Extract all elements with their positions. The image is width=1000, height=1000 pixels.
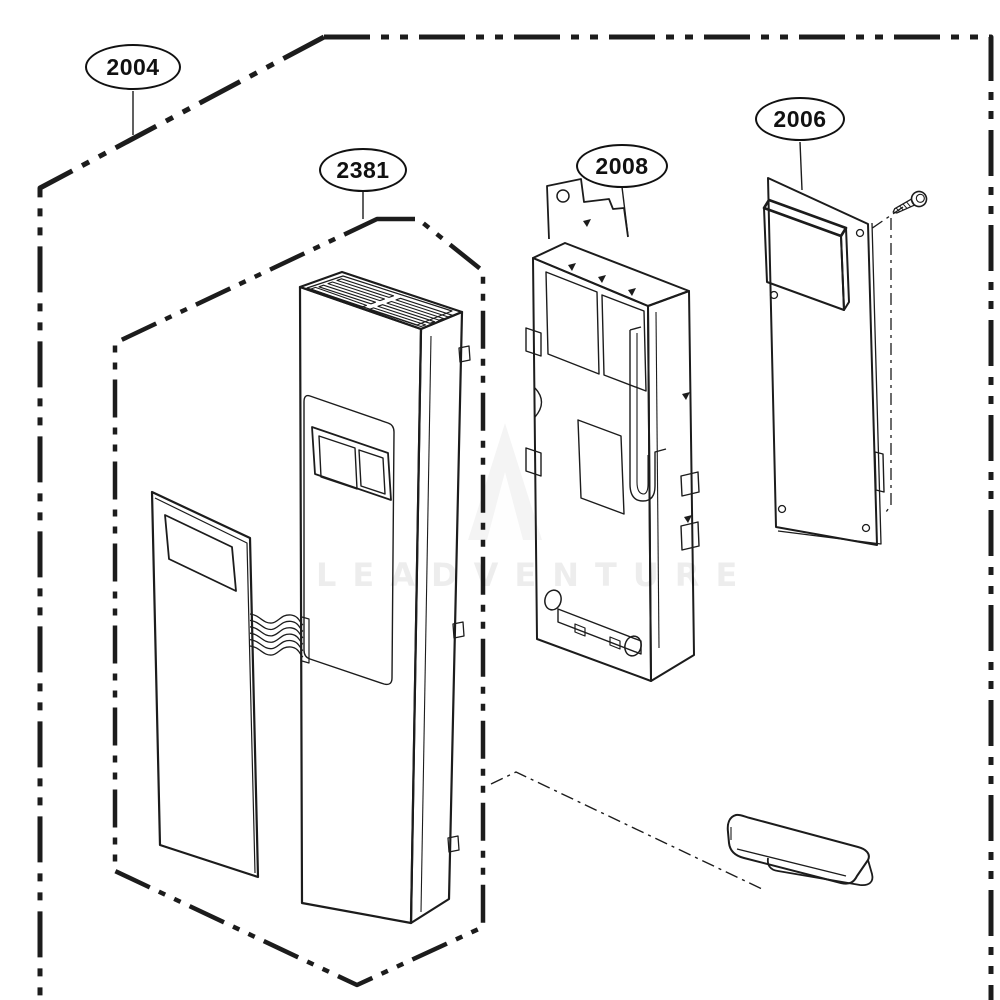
keypad-overlay: [150, 490, 260, 879]
display-window: [311, 426, 392, 501]
callout-2006[interactable]: 2006: [755, 97, 845, 141]
bracket-bottom: [544, 589, 642, 657]
clip-leader-line: [490, 771, 763, 890]
outer-boundary-2004: [37, 34, 994, 1000]
callout-2008-label: 2008: [595, 152, 649, 179]
ribbon-cable: [249, 613, 310, 664]
callout-2381[interactable]: 2381: [319, 148, 407, 192]
bracket-cutouts: [525, 271, 700, 551]
watermark-logo: [468, 423, 542, 540]
callout-2008[interactable]: 2008: [576, 144, 668, 188]
controller-bracket: [525, 178, 700, 682]
retainer-clip: [726, 813, 874, 887]
callout-2381-label: 2381: [336, 156, 390, 183]
control-panel-assembly: [298, 270, 471, 925]
snap-arrows: [568, 219, 692, 523]
callout-2004-label: 2004: [106, 53, 160, 80]
watermark-text: LEADVENTURE: [316, 556, 754, 594]
side-clips: [447, 345, 471, 853]
vent-slats: [310, 278, 454, 328]
inner-boundary-2381: [112, 216, 486, 988]
leader-line-2008: [621, 186, 629, 237]
screw-axis-line: [867, 206, 904, 513]
mounting-screw: [892, 190, 928, 214]
callout-2004[interactable]: 2004: [85, 44, 181, 90]
panel-holes: [769, 228, 871, 533]
rear-panel: [762, 177, 885, 546]
callout-2006-label: 2006: [773, 105, 827, 132]
leader-line-2006: [799, 141, 803, 191]
